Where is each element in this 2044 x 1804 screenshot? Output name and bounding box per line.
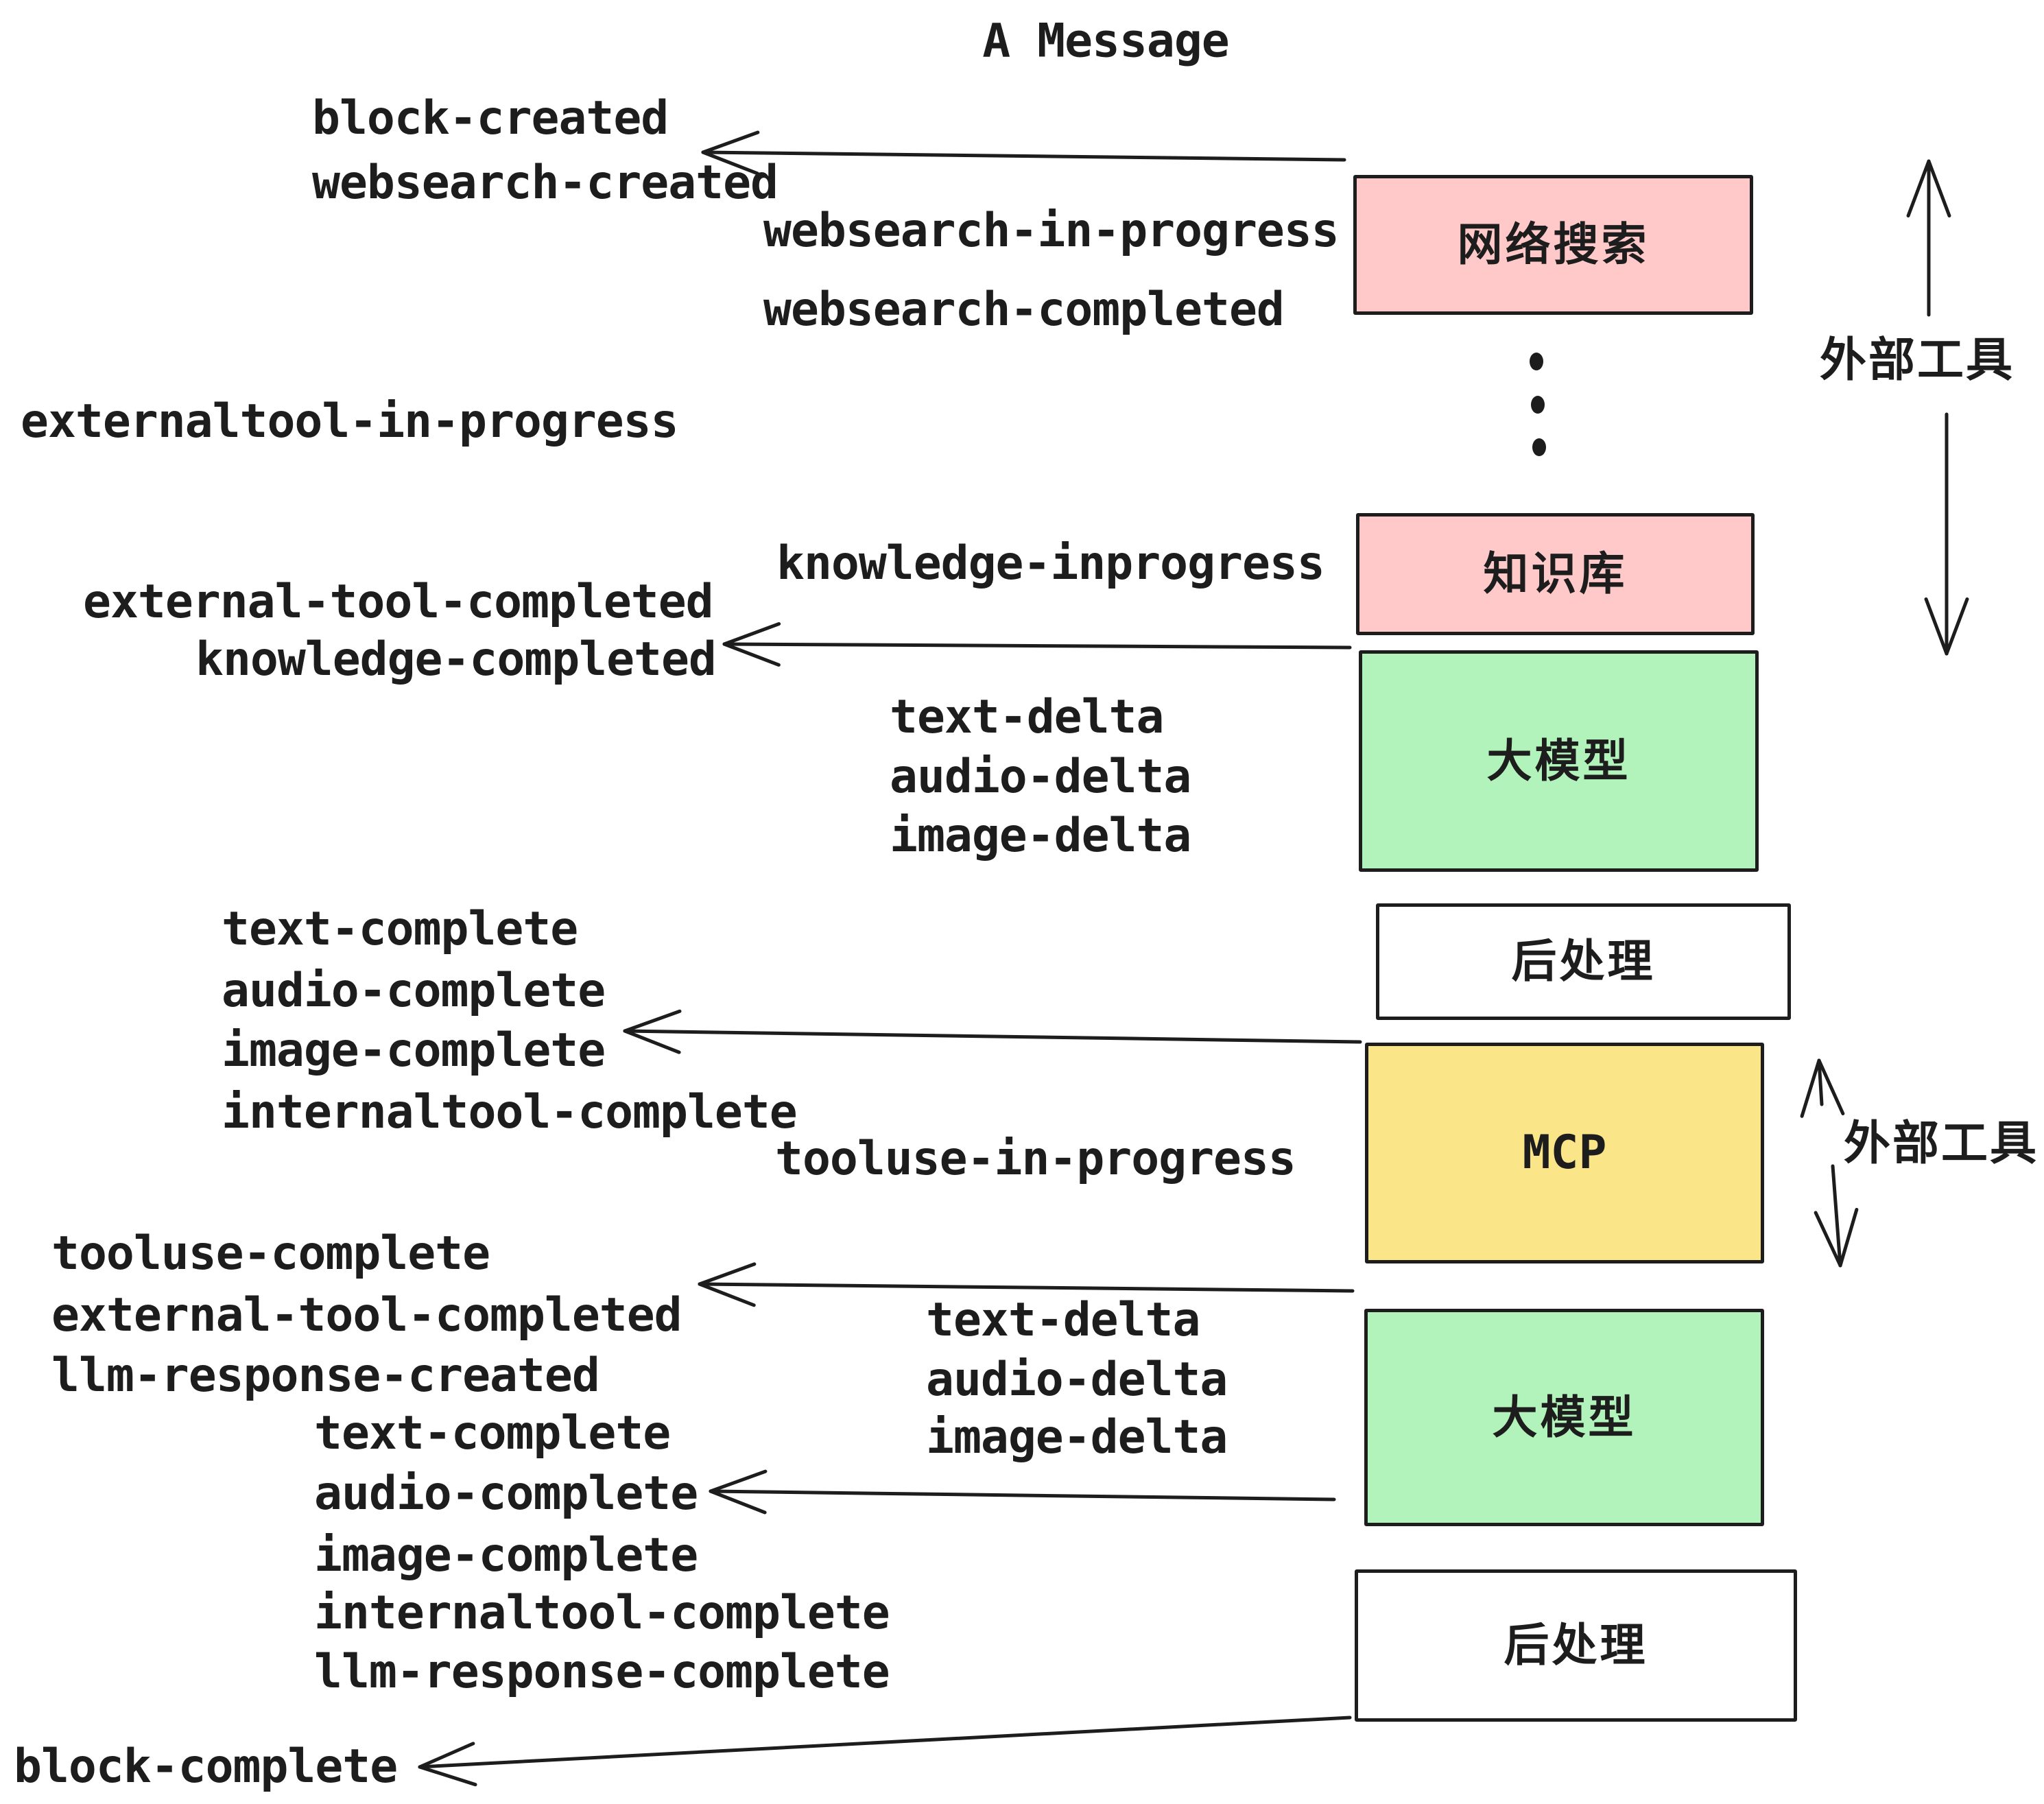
knowledge-box: 知识库: [1356, 513, 1755, 635]
external-tool-up-arrow-2: [1800, 1058, 1845, 1118]
event-label-audio-delta: audio-delta: [890, 750, 1191, 804]
event-label-externaltool-in-progress: externaltool-in-progress: [21, 394, 679, 449]
postprocess-box-2-label: 后处理: [1504, 1619, 1648, 1672]
event-label-llm-response-complete: llm-response-complete: [314, 1645, 890, 1699]
arrow-to-image-complete: [623, 1009, 1362, 1054]
llm-box-1: 大模型: [1359, 650, 1759, 872]
event-label-block-complete: block-complete: [14, 1740, 398, 1794]
arrow-to-tooluse-complete: [698, 1262, 1355, 1307]
event-label-audio-delta: audio-delta: [926, 1353, 1228, 1407]
postprocess-box-1: 后处理: [1376, 903, 1791, 1020]
event-label-block-created: block-created: [312, 91, 669, 145]
event-label-llm-response-created: llm-response-created: [51, 1349, 600, 1403]
llm-box-2: 大模型: [1364, 1309, 1764, 1526]
event-label-tooluse-in-progress: tooluse-in-progress: [775, 1132, 1296, 1186]
event-label-websearch-in-progress: websearch-in-progress: [763, 204, 1340, 258]
event-label-internaltool-complete: internaltool-complete: [222, 1085, 798, 1139]
event-label-audio-complete: audio-complete: [222, 964, 606, 1018]
external-tool-down-arrow-1: [1924, 412, 1969, 656]
event-label-external-tool-completed: external-tool-completed: [51, 1288, 682, 1342]
event-label-websearch-created: websearch-created: [312, 156, 779, 210]
external-tool-up-arrow-1: [1906, 159, 1951, 317]
event-label-text-delta: text-delta: [926, 1293, 1200, 1347]
mcp-box-label: MCP: [1522, 1126, 1607, 1180]
arrow-to-audio-complete: [709, 1469, 1336, 1515]
event-label-knowledge-inprogress: knowledge-inprogress: [776, 536, 1325, 591]
knowledge-box-label: 知识库: [1483, 547, 1628, 600]
ellipsis-dot: [1531, 396, 1545, 414]
event-label-image-delta: image-delta: [890, 809, 1191, 863]
postprocess-box-2: 后处理: [1355, 1569, 1797, 1722]
llm-box-2-label: 大模型: [1492, 1390, 1637, 1444]
ellipsis-dot: [1530, 353, 1543, 370]
llm-box-1-label: 大模型: [1486, 734, 1631, 787]
diagram-title: A Message: [982, 14, 1229, 69]
event-label-image-complete: image-complete: [222, 1023, 606, 1078]
event-label-audio-complete: audio-complete: [314, 1467, 698, 1521]
websearch-box-label: 网络搜索: [1457, 218, 1650, 271]
event-label-text-complete: text-complete: [314, 1406, 671, 1460]
external-tool-note-2: 外部工具: [1843, 1117, 2039, 1171]
event-label-text-delta: text-delta: [890, 690, 1164, 744]
event-label-text-complete: text-complete: [222, 902, 578, 956]
event-label-image-complete: image-complete: [314, 1528, 698, 1582]
external-tool-note-1: 外部工具: [1819, 333, 2015, 388]
external-tool-down-arrow-2: [1814, 1164, 1859, 1268]
event-label-internaltool-complete: internaltool-complete: [314, 1586, 890, 1640]
event-label-image-delta: image-delta: [926, 1410, 1228, 1464]
arrow-to-knowledge-completed: [722, 621, 1352, 667]
postprocess-box-1-label: 后处理: [1511, 935, 1656, 988]
ellipsis-dot: [1532, 438, 1546, 456]
event-label-websearch-completed: websearch-completed: [763, 283, 1285, 337]
event-label-tooluse-complete: tooluse-complete: [51, 1226, 490, 1281]
event-label-external-tool-completed: external-tool-completed: [83, 575, 714, 629]
event-label-knowledge-completed: knowledge-completed: [195, 632, 717, 687]
mcp-box: MCP: [1365, 1043, 1764, 1263]
websearch-box: 网络搜索: [1353, 175, 1753, 315]
arrow-to-block-created: [701, 130, 1346, 176]
arrow-to-block-complete: [418, 1716, 1352, 1787]
